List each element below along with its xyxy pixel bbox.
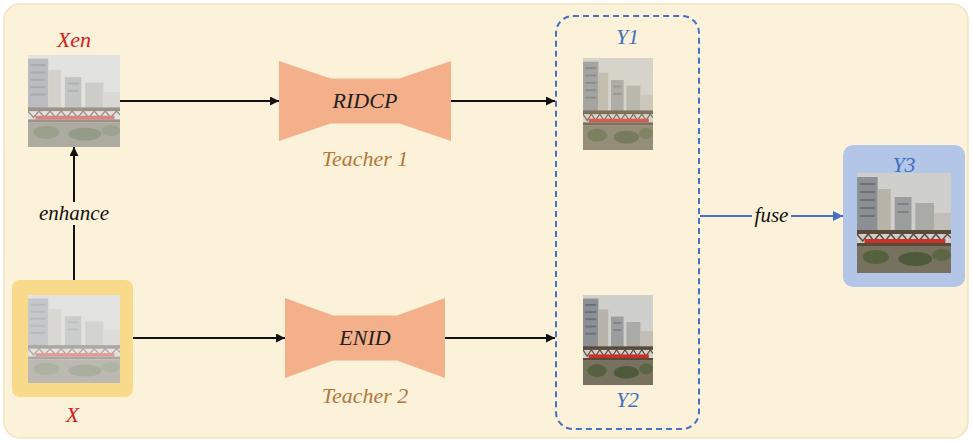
image-label: X	[0, 403, 173, 427]
background-panel	[4, 4, 968, 438]
output-group: Y1Y2	[555, 15, 700, 430]
flow-arrow	[445, 337, 555, 339]
fused-image	[857, 173, 951, 273]
flow-arrow	[133, 337, 285, 339]
network-name: RIDCP	[279, 89, 451, 113]
dehazed-image	[583, 295, 653, 385]
input-highlight-box: X	[12, 280, 133, 397]
dehazed-image	[583, 58, 653, 150]
image-label: Y3	[803, 153, 972, 177]
teacher-network: ENIDTeacher 2	[285, 298, 445, 378]
edge-label: fuse	[752, 204, 792, 227]
flow-arrow	[120, 100, 279, 102]
image-label: Y1	[517, 25, 738, 49]
teacher-label: Teacher 1	[239, 147, 491, 171]
image-label: Y2	[517, 388, 738, 412]
bowtie-shape	[279, 61, 451, 141]
hazy-input-image	[28, 295, 120, 383]
hazy-input-image	[28, 55, 120, 147]
edge-label: enhance	[36, 202, 112, 225]
fused-output-box: Y3	[843, 145, 965, 287]
bowtie-shape	[285, 298, 445, 378]
teacher-network: RIDCPTeacher 1	[279, 61, 451, 141]
input-image-frame: Xen	[28, 55, 120, 147]
network-name: ENID	[285, 326, 445, 350]
teacher-label: Teacher 2	[245, 384, 485, 408]
flow-arrow	[451, 100, 555, 102]
image-label: Xen	[0, 28, 160, 52]
